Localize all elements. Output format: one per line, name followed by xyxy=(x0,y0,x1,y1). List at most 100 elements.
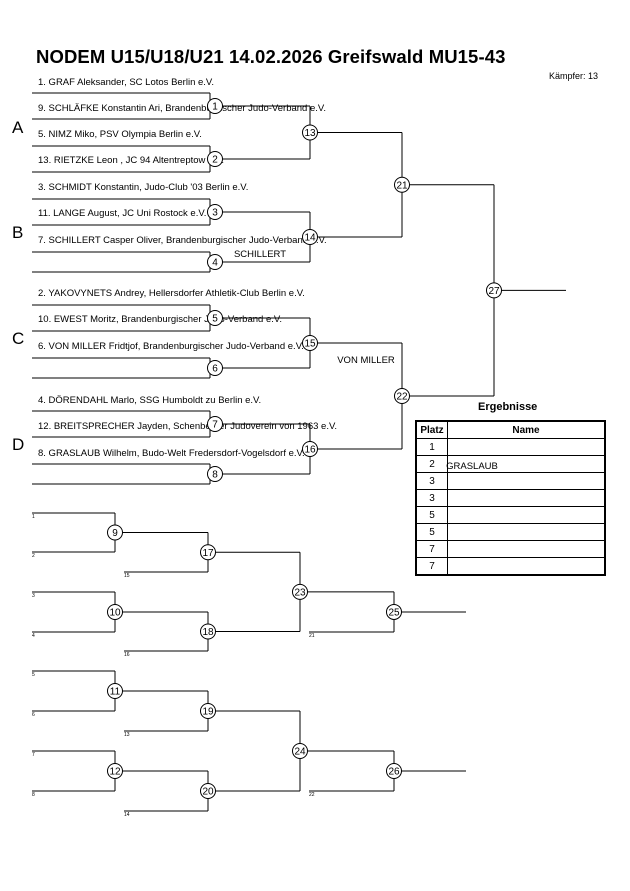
pool-label-c: C xyxy=(12,329,25,348)
results-place: 1 xyxy=(415,438,448,456)
match-25 xyxy=(386,603,402,620)
results-header-row: Platz Name xyxy=(415,420,606,439)
rep-ref-8: 8 xyxy=(32,792,35,798)
rep-low-ref-2: 16 xyxy=(124,652,130,658)
rep-ref-4: 4 xyxy=(32,633,35,639)
match-4 xyxy=(207,254,223,270)
match-24-label: 24 xyxy=(294,747,306,758)
results-name xyxy=(447,438,606,456)
results-name xyxy=(447,506,606,524)
rep-ref-5: 5 xyxy=(32,672,35,678)
entry-name-15: 8. GRASLAUB Wilhelm, Budo-Welt Fredersdo… xyxy=(38,448,305,459)
results-place: 7 xyxy=(415,540,448,558)
match-6-label: 6 xyxy=(212,364,218,375)
match-27 xyxy=(486,282,502,299)
results-name xyxy=(447,557,606,576)
entry-name-13: 4. DÖRENDAHL Marlo, SSG Humboldt zu Berl… xyxy=(38,395,261,406)
entry-name-5: 3. SCHMIDT Konstantin, Judo-Club '03 Ber… xyxy=(38,182,248,193)
match-16 xyxy=(302,441,318,457)
rep-ref-3: 3 xyxy=(32,593,35,599)
match-20 xyxy=(200,783,216,799)
results-row: 3 xyxy=(415,472,606,490)
pool-label-b: B xyxy=(12,223,24,242)
match-18-label: 18 xyxy=(202,627,214,638)
advance-name-1: SCHILLERT xyxy=(234,249,286,260)
results-name xyxy=(447,523,606,541)
match-9-label: 9 xyxy=(112,528,118,539)
results-row: 5 xyxy=(415,506,606,524)
match-7-label: 7 xyxy=(212,420,218,431)
results-place: 3 xyxy=(415,472,448,490)
match-20-label: 20 xyxy=(202,787,214,798)
rep-ref-7: 7 xyxy=(32,752,35,758)
match-14-label: 14 xyxy=(304,233,316,244)
match-16-label: 16 xyxy=(304,445,316,456)
match-24 xyxy=(292,743,308,759)
entry-name-4: 13. RIETZKE Leon , JC 94 Altentreptow e.… xyxy=(38,155,224,166)
results-row: 2 xyxy=(415,455,606,473)
pool-label-a: A xyxy=(12,118,24,137)
entry-name-3: 5. NIMZ Miko, PSV Olympia Berlin e.V. xyxy=(38,129,202,140)
match-22 xyxy=(394,388,410,404)
results-name xyxy=(447,455,606,473)
match-9 xyxy=(107,524,123,541)
results-place: 5 xyxy=(415,523,448,541)
match-8 xyxy=(207,466,223,482)
match-25-label: 25 xyxy=(388,608,400,619)
match-19 xyxy=(200,703,216,719)
rep-low-ref-3: 13 xyxy=(124,732,130,738)
match-14 xyxy=(302,229,318,245)
match-15-label: 15 xyxy=(304,339,316,350)
results-place: 2 xyxy=(415,455,448,473)
match-23-label: 23 xyxy=(294,587,306,598)
match-13-label: 13 xyxy=(304,128,316,139)
results-row: 3 xyxy=(415,489,606,507)
match-2 xyxy=(207,151,223,167)
results-row: 7 xyxy=(415,557,606,576)
match-10-label: 10 xyxy=(109,608,121,619)
match-27-label: 27 xyxy=(488,286,500,297)
results-row: 7 xyxy=(415,540,606,558)
match-3-label: 3 xyxy=(212,208,218,219)
match-23 xyxy=(292,583,308,600)
match-5 xyxy=(207,310,223,326)
results-place: 3 xyxy=(415,489,448,507)
results-col-name: Name xyxy=(447,420,606,439)
pool-label-d: D xyxy=(12,435,25,454)
rep-low-ref-1: 15 xyxy=(124,573,130,579)
match-21-label: 21 xyxy=(396,180,408,191)
match-7 xyxy=(207,416,223,432)
match-8-label: 8 xyxy=(212,470,218,481)
match-5-label: 5 xyxy=(212,314,218,325)
match-13 xyxy=(302,124,318,141)
results-row: 1 xyxy=(415,438,606,456)
results-place: 7 xyxy=(415,557,448,576)
match-19-label: 19 xyxy=(202,707,214,718)
match-15 xyxy=(302,335,318,351)
match-18 xyxy=(200,623,216,640)
match-26-label: 26 xyxy=(388,767,400,778)
match-6 xyxy=(207,360,223,376)
match-21 xyxy=(394,176,410,193)
entry-name-10: 10. EWEST Moritz, Brandenburgischer Judo… xyxy=(38,314,282,325)
results-name xyxy=(447,540,606,558)
entry-name-14: 12. BREITSPRECHER Jayden, Schenberger Ju… xyxy=(38,421,337,432)
rep-low2-ref-1: 21 xyxy=(309,633,315,639)
match-3 xyxy=(207,204,223,220)
match-12-label: 12 xyxy=(109,767,121,778)
rep-ref-2: 2 xyxy=(32,553,35,559)
match-1 xyxy=(207,98,223,114)
fighter-count: Kämpfer: 13 xyxy=(548,71,598,81)
match-22-label: 22 xyxy=(396,392,408,403)
results-place: 5 xyxy=(415,506,448,524)
results-col-place: Platz xyxy=(415,420,448,439)
rep-low-ref-4: 14 xyxy=(124,812,130,818)
match-2-label: 2 xyxy=(212,155,218,166)
entry-name-9: 2. YAKOVYNETS Andrey, Hellersdorfer Athl… xyxy=(38,288,305,299)
entry-name-6: 11. LANGE August, JC Uni Rostock e.V. xyxy=(38,208,206,219)
entry-name-2: 9. SCHLÄFKE Konstantin Ari, Brandenburgi… xyxy=(38,103,326,114)
rep-low2-ref-2: 22 xyxy=(309,792,315,798)
match-17 xyxy=(200,544,216,561)
